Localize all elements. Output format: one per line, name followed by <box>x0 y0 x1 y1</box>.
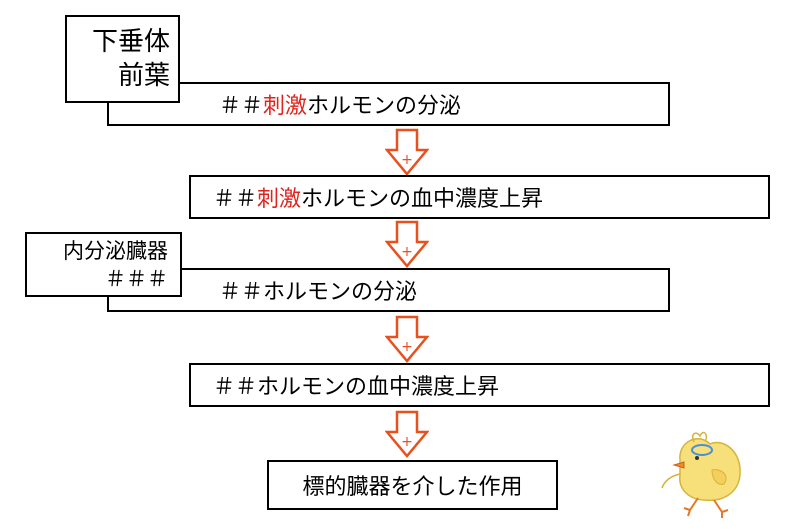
down-arrow-1: + <box>385 128 429 176</box>
label3-line2: ＃＃＃ <box>105 266 168 291</box>
label3-line1: 内分泌臓器 <box>63 238 168 263</box>
box-hormone-blood-level: ＃＃ホルモンの血中濃度上昇 <box>189 363 770 407</box>
down-arrow-3: + <box>385 315 429 363</box>
box1-prefix: ＃＃ <box>219 94 264 119</box>
arrow-plus-1: + <box>401 152 413 168</box>
arrow-plus-4: + <box>401 434 413 450</box>
box2-prefix: ＃＃ <box>213 187 258 212</box>
box3-text: ＃＃ホルモンの分泌 <box>219 280 418 305</box>
box-hormone-secretion: ＃＃ホルモンの分泌 <box>107 268 670 312</box>
box4-text: ＃＃ホルモンの血中濃度上昇 <box>213 375 500 400</box>
box-stimulating-hormone-blood-level: ＃＃刺激ホルモンの血中濃度上昇 <box>189 175 770 219</box>
box5-text: 標的臓器を介した作用 <box>302 475 523 500</box>
box1-suffix: ホルモンの分泌 <box>307 94 462 119</box>
chick-illustration <box>661 431 741 518</box>
label1-line1: 下垂体 <box>91 27 170 57</box>
down-arrow-2: + <box>385 220 429 268</box>
arrow-plus-3: + <box>401 339 413 355</box>
label-endocrine-organ: 内分泌臓器 ＃＃＃ <box>25 232 182 297</box>
label-anterior-pituitary: 下垂体 前葉 <box>65 15 180 103</box>
label1-line2: 前葉 <box>117 61 170 91</box>
arrow-plus-2: + <box>401 244 413 260</box>
box2-highlight: 刺激 <box>257 187 302 212</box>
box-stimulating-hormone-secretion: ＃＃刺激ホルモンの分泌 <box>107 82 670 126</box>
box-target-organ-action: 標的臓器を介した作用 <box>267 460 558 510</box>
box1-highlight: 刺激 <box>263 94 308 119</box>
down-arrow-4: + <box>385 410 429 458</box>
box2-suffix: ホルモンの血中濃度上昇 <box>301 187 544 212</box>
